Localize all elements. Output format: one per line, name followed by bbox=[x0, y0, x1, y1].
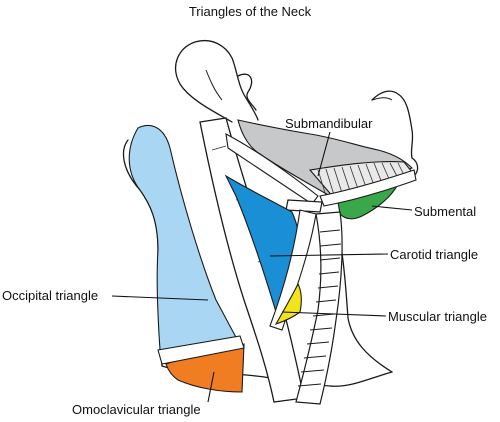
earlobe-outline bbox=[237, 73, 257, 111]
anterior-neck-outline bbox=[337, 227, 393, 373]
muscular-triangle-region bbox=[274, 282, 302, 325]
tracheal-rings bbox=[297, 229, 342, 387]
ear-inner-outline bbox=[205, 69, 223, 101]
muscular-leader-line bbox=[281, 311, 387, 317]
omohyoid-superior-belly bbox=[269, 209, 317, 331]
larynx-trachea-outline bbox=[295, 211, 343, 405]
submandibular-label: Submandibular bbox=[285, 116, 373, 131]
hyoid-bone bbox=[285, 199, 323, 213]
sternocleidomastoid-fiber-1 bbox=[211, 145, 227, 151]
submandibular-leader-line bbox=[317, 131, 331, 177]
face-outline bbox=[371, 90, 414, 159]
diagram-title: Triangles of the Neck bbox=[189, 4, 312, 19]
mouth-line bbox=[371, 97, 393, 101]
omoclavicular-leader-line bbox=[207, 371, 215, 403]
submental-leader-line bbox=[371, 205, 413, 211]
omoclavicular-triangle-label: Omoclavicular triangle bbox=[72, 402, 201, 417]
ear-outline bbox=[175, 40, 259, 123]
carotid-leader-line bbox=[269, 253, 389, 257]
submental-label: Submental bbox=[414, 204, 476, 219]
omohyoid-inferior-belly bbox=[157, 335, 245, 365]
digastric-anterior-belly bbox=[319, 169, 417, 207]
muscular-triangle-label: Muscular triangle bbox=[388, 309, 487, 324]
occipital-triangle-label: Occipital triangle bbox=[2, 288, 98, 303]
occipital-leader-line bbox=[111, 295, 209, 301]
carotid-triangle-label: Carotid triangle bbox=[390, 247, 478, 262]
